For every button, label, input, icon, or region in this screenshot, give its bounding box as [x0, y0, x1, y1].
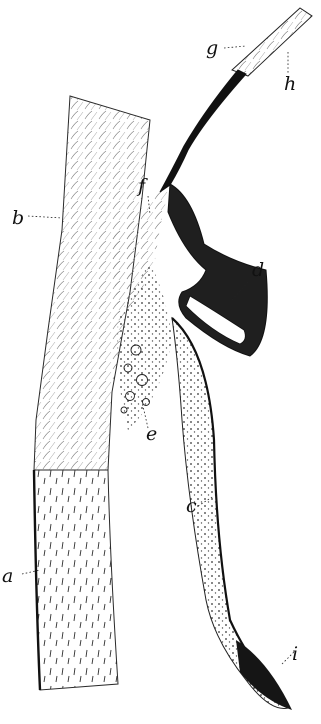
- label-i: i: [292, 643, 298, 665]
- label-b: b: [12, 207, 24, 229]
- leader-b: [28, 216, 62, 218]
- label-a: a: [2, 565, 13, 587]
- lower-band-a: [34, 470, 118, 690]
- label-c: c: [186, 495, 197, 517]
- label-e: e: [146, 423, 157, 445]
- dark-curve-g: [160, 70, 246, 192]
- upper-rod-h: [232, 8, 312, 76]
- leader-g: [224, 46, 246, 48]
- label-d: d: [252, 259, 264, 281]
- label-g: g: [206, 37, 218, 59]
- label-h: h: [284, 73, 296, 95]
- label-f: f: [136, 175, 148, 197]
